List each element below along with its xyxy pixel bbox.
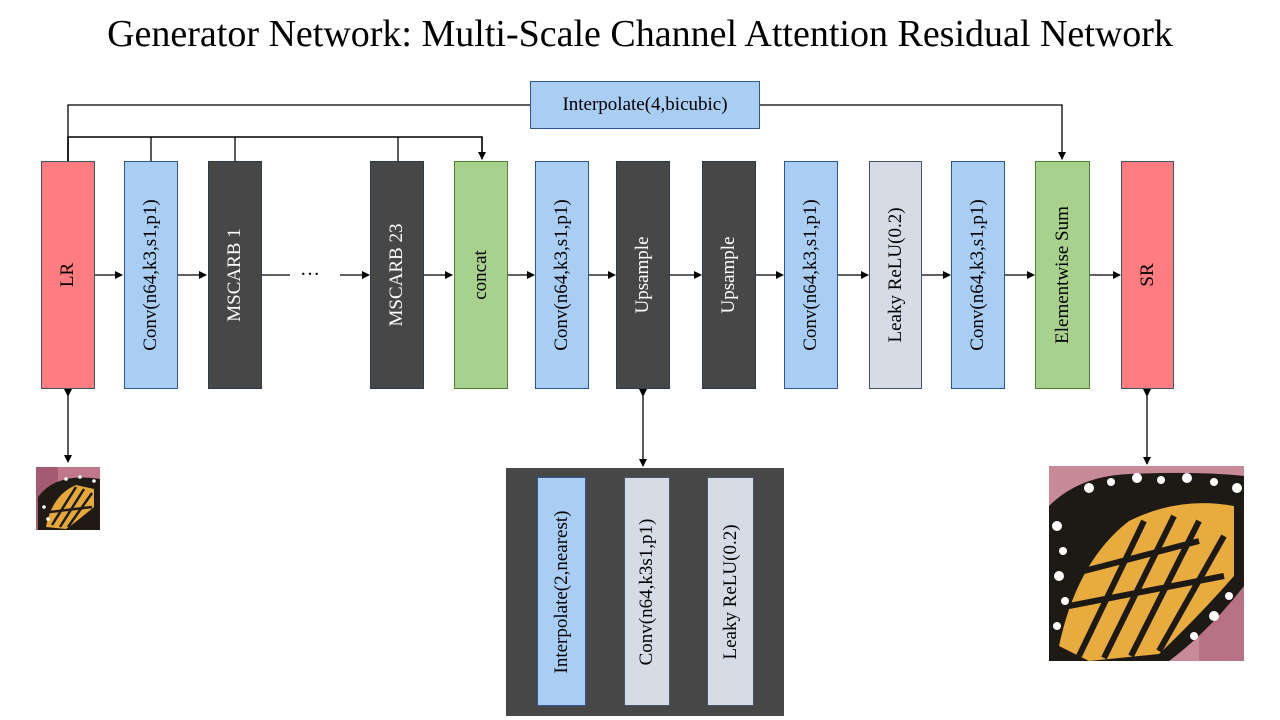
upsample-block-1: Upsample bbox=[616, 161, 670, 389]
conv-block-2: Conv(n64,k3,s1,p1) bbox=[535, 161, 589, 389]
mscarb-1-block: MSCARB 1 bbox=[208, 161, 262, 389]
interpolate-nearest-label: Interpolate(2,nearest) bbox=[550, 510, 572, 673]
detail-leaky-block: Leaky ReLU(0.2) bbox=[707, 477, 754, 706]
sr-label: SR bbox=[1136, 263, 1158, 287]
conv-label-2: Conv(n64,k3,s1,p1) bbox=[551, 199, 572, 351]
sr-butterfly-image bbox=[1049, 466, 1244, 661]
page-title: Generator Network: Multi-Scale Channel A… bbox=[107, 13, 1173, 55]
lr-butterfly-image bbox=[36, 467, 100, 530]
upsample-label-2: Upsample bbox=[718, 236, 739, 314]
detail-leaky-label: Leaky ReLU(0.2) bbox=[719, 523, 741, 660]
mscarb-1-label: MSCARB 1 bbox=[224, 228, 245, 322]
mscarb-23-block: MSCARB 23 bbox=[370, 161, 424, 389]
conv-block-3: Conv(n64,k3,s1,p1) bbox=[784, 161, 838, 389]
lr-label: LR bbox=[57, 262, 78, 288]
elementwise-sum-label: Elementwise Sum bbox=[1051, 206, 1073, 344]
mscarb-23-label: MSCARB 23 bbox=[386, 223, 407, 327]
interpolate-nearest-block: Interpolate(2,nearest) bbox=[537, 477, 586, 706]
elementwise-sum-block: Elementwise Sum bbox=[1035, 161, 1090, 389]
interpolate-bicubic-block: Interpolate(4,bicubic) bbox=[530, 81, 760, 129]
leaky-relu-block: Leaky ReLU(0.2) bbox=[869, 161, 922, 389]
concat-block: concat bbox=[454, 161, 508, 389]
ellipsis: … bbox=[300, 258, 320, 280]
detail-conv-block: Conv(n64,k3s1,p1) bbox=[624, 477, 670, 706]
concat-label: concat bbox=[470, 250, 491, 300]
conv-label-1: Conv(n64,k3,s1,p1) bbox=[140, 199, 161, 351]
conv-block-4: Conv(n64,k3,s1,p1) bbox=[951, 161, 1005, 389]
conv-block-1: Conv(n64,k3,s1,p1) bbox=[124, 161, 178, 389]
leaky-relu-label: Leaky ReLU(0.2) bbox=[884, 207, 906, 343]
conv-label-4: Conv(n64,k3,s1,p1) bbox=[967, 199, 988, 351]
conv-label-3: Conv(n64,k3,s1,p1) bbox=[800, 199, 821, 351]
sr-block: SR bbox=[1121, 161, 1174, 389]
upsample-block-2: Upsample bbox=[702, 161, 756, 389]
lr-block: LR bbox=[41, 161, 95, 389]
detail-conv-label: Conv(n64,k3s1,p1) bbox=[636, 518, 657, 665]
upsample-label-1: Upsample bbox=[632, 236, 653, 314]
